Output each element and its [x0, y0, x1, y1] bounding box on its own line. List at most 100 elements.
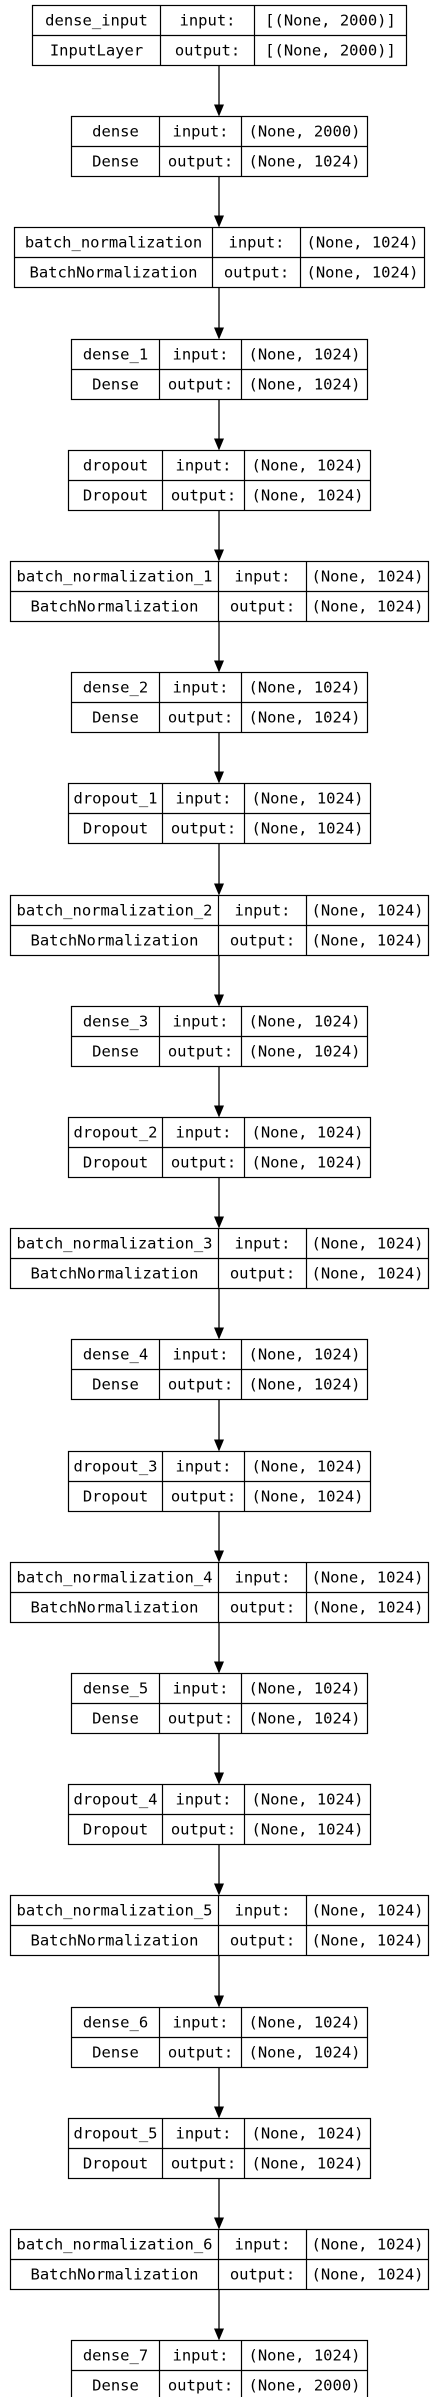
- output-port-label: output:: [171, 820, 236, 838]
- input-shape: (None, 1024): [249, 2347, 361, 2365]
- edge-arrow: [214, 2067, 224, 2119]
- layer-node-border: [70, 2339, 369, 2397]
- edge-arrow: [214, 399, 224, 451]
- layer-type: Dropout: [83, 1488, 148, 1506]
- input-shape: (None, 1024): [252, 2125, 364, 2143]
- output-port-label: output:: [168, 376, 233, 394]
- output-port-label: output:: [230, 1265, 295, 1283]
- layer-name: dropout_2: [74, 1124, 158, 1142]
- output-shape: (None, 1024): [312, 2266, 424, 2284]
- output-port-label: output:: [230, 932, 295, 950]
- output-port-label: output:: [171, 1488, 236, 1506]
- output-shape: (None, 1024): [252, 1154, 364, 1172]
- arrowhead-icon: [214, 438, 224, 451]
- edge-arrow: [214, 732, 224, 784]
- layer-name: batch_normalization: [25, 234, 202, 252]
- arrowhead-icon: [214, 771, 224, 784]
- edge-arrow: [214, 65, 224, 117]
- layer-node-batch-normalization-5: batch_normalization_5BatchNormalizationi…: [9, 1894, 430, 1957]
- edge-arrow: [214, 287, 224, 340]
- input-port-label: input:: [229, 234, 285, 252]
- layer-name: dropout_3: [74, 1458, 158, 1476]
- layer-name: dense_input: [45, 12, 148, 30]
- output-port-label: output:: [168, 153, 233, 171]
- output-shape: (None, 1024): [312, 1599, 424, 1617]
- edge-arrow: [214, 1955, 224, 2008]
- output-port-label: output:: [230, 1932, 295, 1950]
- layer-type: BatchNormalization: [31, 932, 199, 950]
- layer-type: BatchNormalization: [31, 1265, 199, 1283]
- layer-node-batch-normalization-6: batch_normalization_6BatchNormalizationi…: [9, 2228, 430, 2291]
- output-shape: (None, 1024): [249, 1710, 361, 1728]
- layer-type: Dense: [92, 1376, 139, 1394]
- edge-arrow: [214, 176, 224, 228]
- input-shape: (None, 1024): [252, 1791, 364, 1809]
- arrowhead-icon: [214, 883, 224, 896]
- arrowhead-icon: [214, 104, 224, 117]
- input-port-label: input:: [173, 679, 229, 697]
- arrowhead-icon: [214, 327, 224, 340]
- output-shape: (None, 1024): [249, 709, 361, 727]
- edge-arrow: [214, 1288, 224, 1340]
- output-port-label: output:: [168, 1710, 233, 1728]
- edge-arrow: [214, 621, 224, 673]
- output-shape: (None, 1024): [249, 153, 361, 171]
- layer-name: dense_4: [83, 1346, 148, 1364]
- layer-type: Dense: [92, 1043, 139, 1061]
- layer-type: BatchNormalization: [31, 598, 199, 616]
- output-port-label: output:: [168, 2044, 233, 2062]
- layer-type: Dense: [92, 153, 139, 171]
- input-shape: (None, 1024): [252, 790, 364, 808]
- edge-arrow: [214, 2178, 224, 2230]
- edge-arrow: [214, 1511, 224, 1563]
- output-shape: [(None, 2000)]: [265, 42, 396, 60]
- edge-arrow: [214, 1066, 224, 1118]
- edge-arrow: [214, 843, 224, 896]
- layer-name: dropout_5: [74, 2125, 158, 2143]
- input-shape: (None, 1024): [249, 346, 361, 364]
- layer-type: Dropout: [83, 1154, 148, 1172]
- input-shape: (None, 1024): [249, 1346, 361, 1364]
- input-port-label: input:: [235, 568, 291, 586]
- arrowhead-icon: [214, 549, 224, 562]
- layer-node-batch-normalization: batch_normalizationBatchNormalizationinp…: [13, 226, 426, 289]
- arrowhead-icon: [214, 1883, 224, 1896]
- layer-name: dropout: [83, 457, 148, 475]
- layer-name: dense_1: [83, 346, 148, 364]
- output-shape: (None, 1024): [307, 264, 419, 282]
- layer-type: Dropout: [83, 820, 148, 838]
- input-shape: (None, 1024): [307, 234, 419, 252]
- output-port-label: output:: [168, 1043, 233, 1061]
- output-shape: (None, 1024): [252, 1488, 364, 1506]
- output-shape: (None, 1024): [252, 2155, 364, 2173]
- layer-type: BatchNormalization: [31, 1599, 199, 1617]
- layer-name: dense: [92, 123, 139, 141]
- input-port-label: input:: [235, 902, 291, 920]
- output-port-label: output:: [171, 487, 236, 505]
- output-shape: (None, 1024): [312, 598, 424, 616]
- output-shape: (None, 1024): [252, 820, 364, 838]
- input-shape: (None, 1024): [252, 1124, 364, 1142]
- layer-type: Dense: [92, 2044, 139, 2062]
- input-shape: (None, 1024): [249, 2014, 361, 2032]
- layer-node-batch-normalization-1: batch_normalization_1BatchNormalizationi…: [9, 560, 430, 623]
- layer-type: Dropout: [83, 487, 148, 505]
- layer-name: batch_normalization_4: [17, 1569, 213, 1587]
- input-shape: (None, 1024): [249, 1680, 361, 1698]
- layer-type: Dense: [92, 2377, 139, 2395]
- layer-name: dropout_1: [74, 790, 158, 808]
- layer-node-dense-input: dense_inputInputLayerinput:output:[(None…: [31, 4, 408, 67]
- input-port-label: input:: [235, 1902, 291, 1920]
- output-shape: (None, 1024): [252, 1821, 364, 1839]
- input-port-label: input:: [173, 2347, 229, 2365]
- input-port-label: input:: [235, 1569, 291, 1587]
- input-shape: (None, 1024): [312, 902, 424, 920]
- layer-type: Dense: [92, 376, 139, 394]
